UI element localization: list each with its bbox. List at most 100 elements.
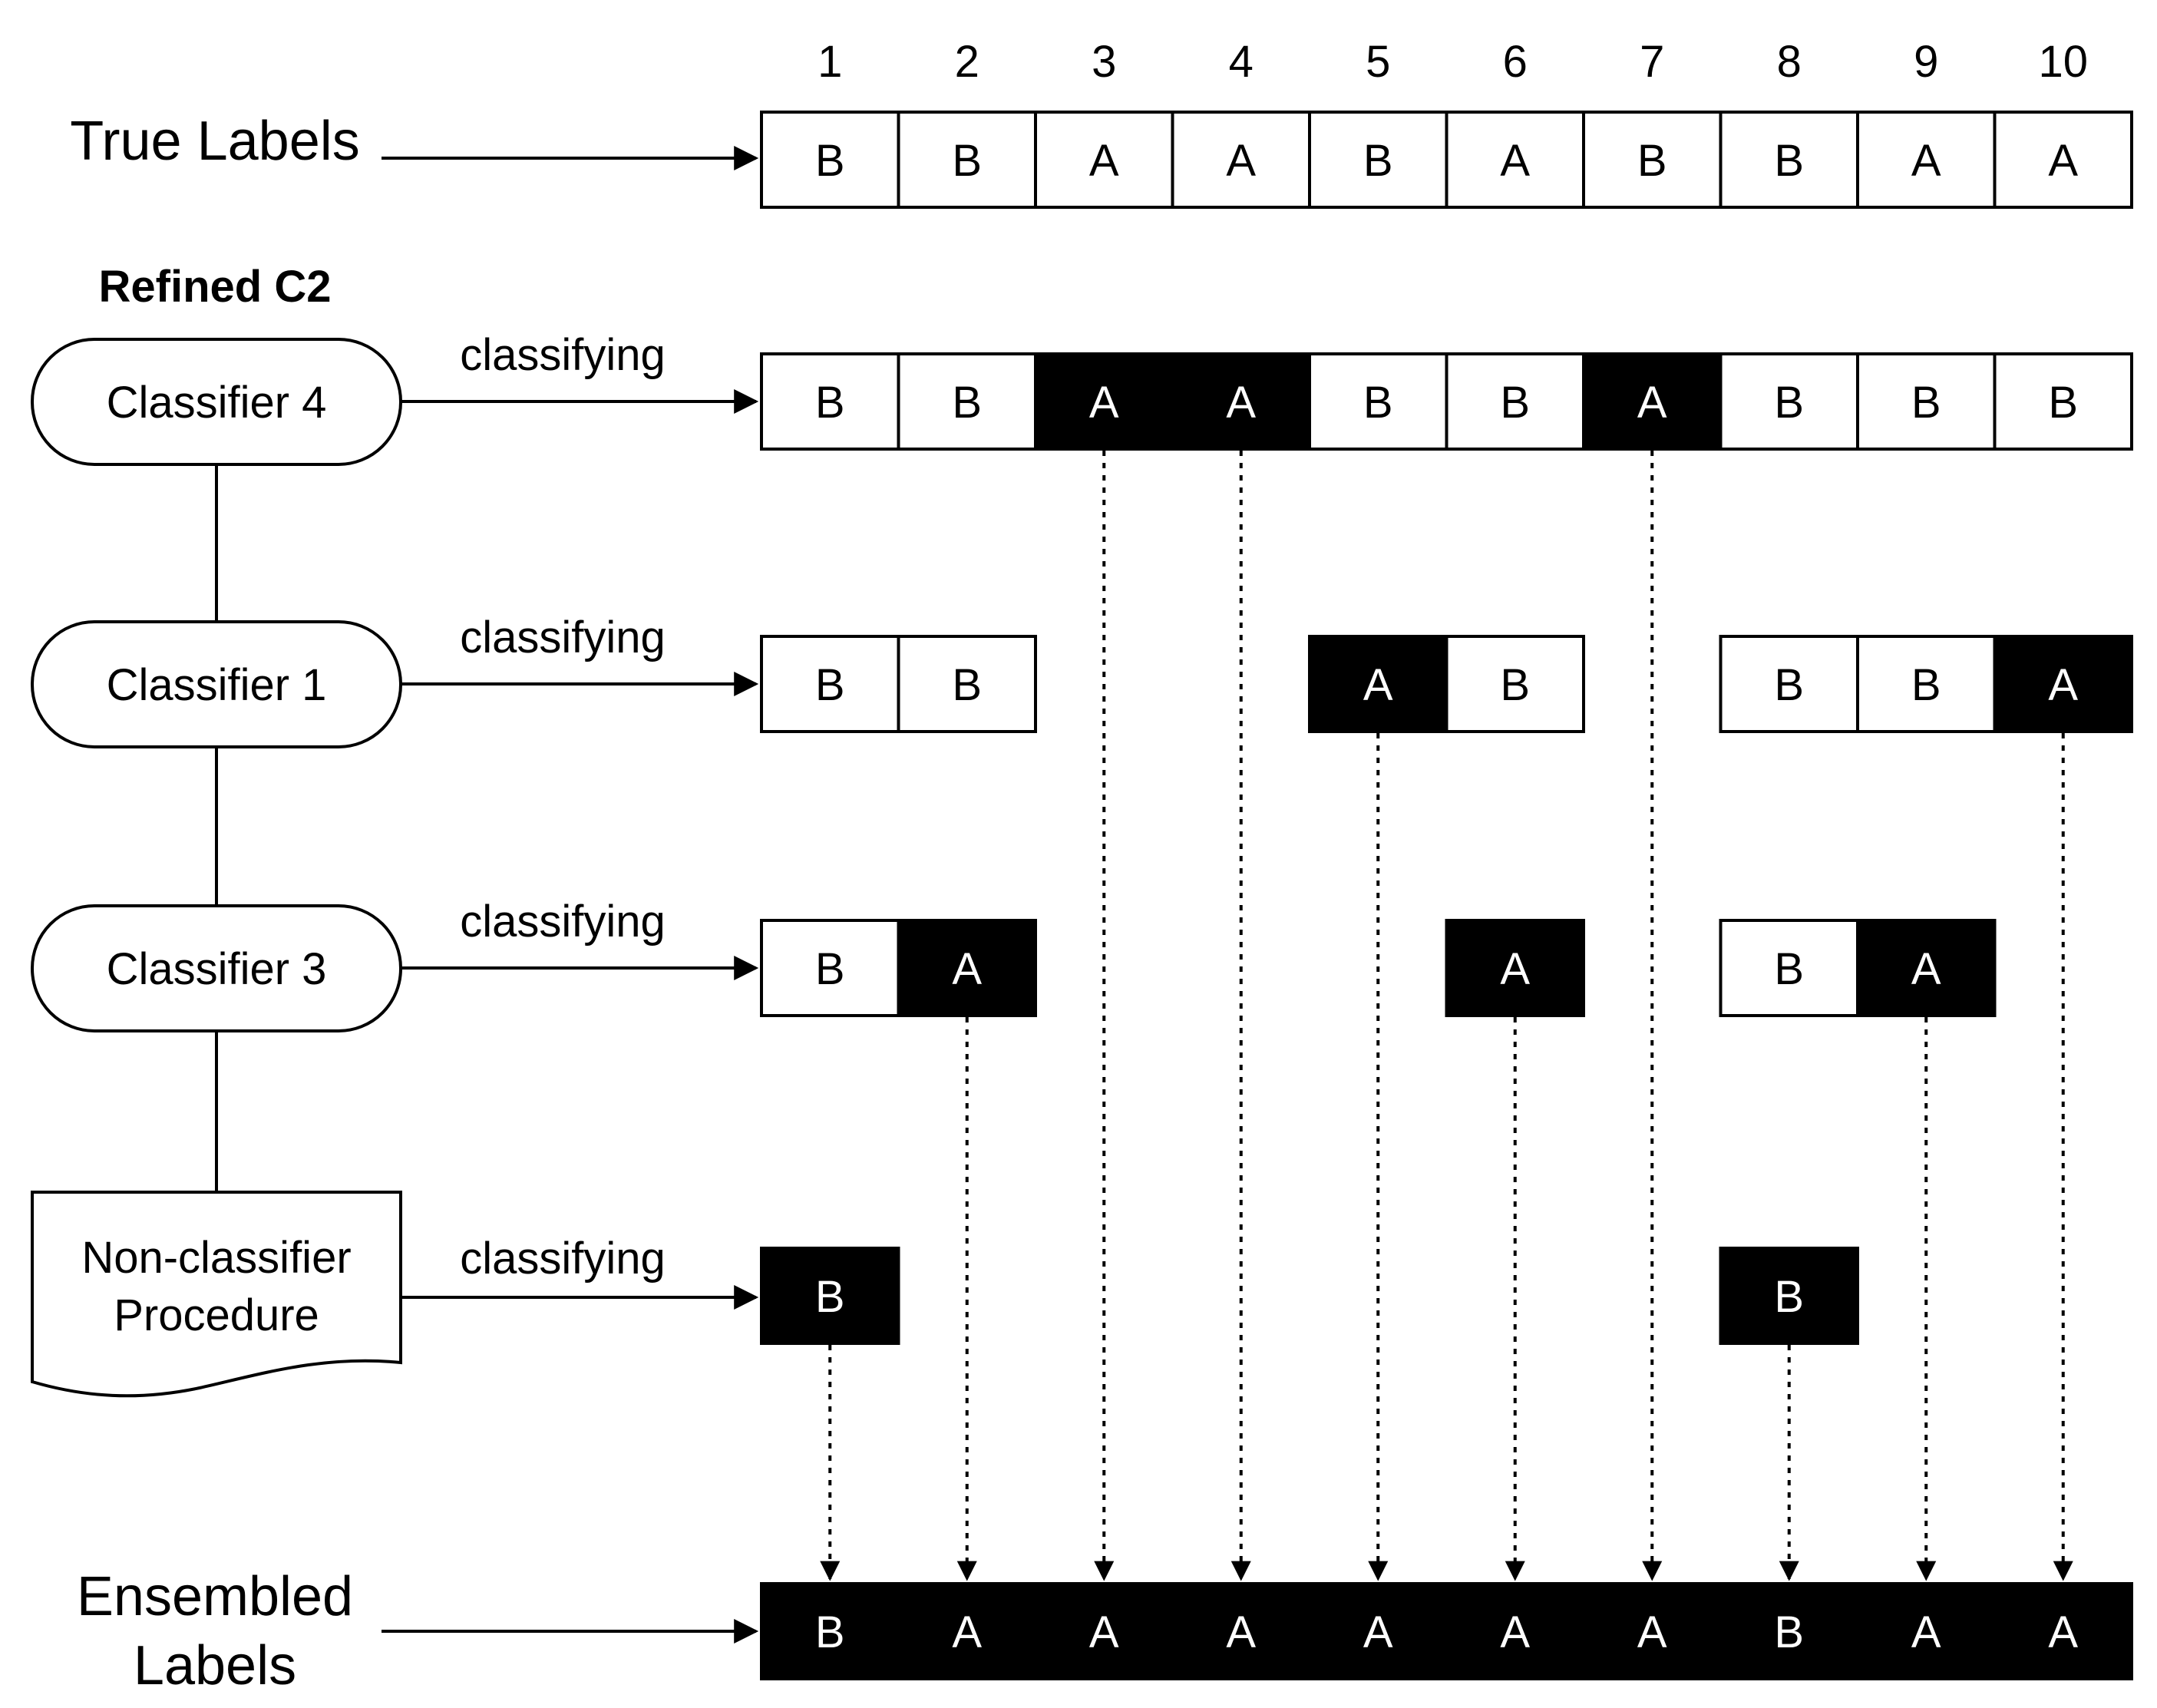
label-cell — [1034, 352, 1174, 451]
label-cell-text: B — [815, 1607, 845, 1657]
label-cell-text: A — [1911, 136, 1941, 186]
classifier-3-edge-label: classifying — [460, 897, 666, 947]
label-cell — [897, 352, 1037, 451]
label-cell — [1993, 352, 2133, 451]
non-classifier-name-line1: Non-classifier — [81, 1233, 351, 1283]
label-cell — [1856, 111, 1997, 209]
label-cell — [1993, 111, 2133, 209]
label-cell — [897, 111, 1037, 209]
label-cell-text: A — [1637, 378, 1667, 428]
column-number: 10 — [2038, 37, 2088, 87]
classifier-3-name: Classifier 3 — [107, 944, 327, 994]
label-cell-text: A — [1226, 1607, 1256, 1657]
classifier-1-edge-label: classifying — [460, 613, 666, 662]
non-classifier-edge-label: classifying — [460, 1234, 666, 1283]
label-cell-text: B — [1911, 378, 1941, 428]
label-cell-text: A — [1226, 378, 1256, 428]
label-cell — [1719, 635, 1859, 733]
classifier-1-name: Classifier 1 — [107, 660, 327, 710]
label-cell-text: A — [952, 944, 982, 994]
label-cell-text: B — [1774, 1607, 1804, 1657]
label-cell — [897, 1582, 1037, 1680]
column-number: 7 — [1640, 37, 1664, 87]
label-cell-text: B — [1363, 378, 1393, 428]
label-cell-text: B — [1774, 378, 1804, 428]
label-cell — [760, 1582, 900, 1680]
label-cell-text: B — [1774, 136, 1804, 186]
label-cell-text: B — [815, 136, 845, 186]
ensembled-title-line2: Labels — [134, 1635, 296, 1696]
column-number: 9 — [1914, 37, 1938, 87]
label-cell — [1308, 352, 1448, 451]
label-cell-text: A — [2048, 1607, 2078, 1657]
label-cell — [1445, 635, 1585, 733]
label-cell — [1445, 111, 1585, 209]
label-cell — [1719, 111, 1859, 209]
label-cell-text: A — [952, 1607, 982, 1657]
label-cell-text: B — [1774, 944, 1804, 994]
label-cell — [897, 919, 1037, 1017]
column-number: 8 — [1777, 37, 1802, 87]
label-cell-text: A — [1500, 136, 1530, 186]
label-cell-text: B — [952, 136, 982, 186]
label-cell — [1993, 1582, 2133, 1680]
label-cell-text: B — [952, 378, 982, 428]
label-cell-text: A — [1637, 1607, 1667, 1657]
label-cell-text: B — [1500, 660, 1530, 710]
label-cell-text: B — [1363, 136, 1393, 186]
label-cell — [1856, 1582, 1997, 1680]
label-cell-text: A — [1089, 136, 1119, 186]
column-number: 6 — [1503, 37, 1528, 87]
group-title: Refined C2 — [99, 262, 332, 312]
label-cell-text: A — [1911, 1607, 1941, 1657]
label-cell — [1445, 1582, 1585, 1680]
true-labels-title: True Labels — [70, 111, 360, 172]
label-cell — [1582, 111, 1723, 209]
label-cell — [1445, 919, 1585, 1017]
label-cell-text: A — [1089, 378, 1119, 428]
label-cell — [1993, 635, 2133, 733]
non-classifier-node — [31, 1191, 402, 1398]
classifier-4-name: Classifier 4 — [107, 378, 327, 428]
label-cell-text: A — [1500, 944, 1530, 994]
selection-connectors — [820, 451, 2073, 1581]
label-cell-text: A — [1363, 1607, 1393, 1657]
label-cell-text: A — [2048, 136, 2078, 186]
label-cell-text: A — [2048, 660, 2078, 710]
label-cell-text: B — [815, 944, 845, 994]
label-cell — [1856, 352, 1997, 451]
label-cell — [1308, 111, 1448, 209]
column-number: 4 — [1229, 37, 1254, 87]
label-cell-text: A — [1089, 1607, 1119, 1657]
label-cell — [1719, 919, 1859, 1017]
label-cell-text: A — [1911, 944, 1941, 994]
label-cell — [1445, 352, 1585, 451]
label-cell — [897, 635, 1037, 733]
label-cell-text: B — [815, 1272, 845, 1322]
column-number: 3 — [1092, 37, 1116, 87]
label-cell-text: A — [1500, 1607, 1530, 1657]
label-cell-text: A — [1363, 660, 1393, 710]
label-cell — [1582, 1582, 1723, 1680]
label-cell — [1034, 111, 1174, 209]
label-cell-text: B — [1500, 378, 1530, 428]
label-cell-text: A — [1226, 136, 1256, 186]
label-cell — [1171, 352, 1311, 451]
classifier-4-edge-label: classifying — [460, 330, 666, 380]
label-cell — [1582, 352, 1723, 451]
label-cell — [1308, 1582, 1448, 1680]
column-number: 5 — [1366, 37, 1390, 87]
label-cell — [1856, 919, 1997, 1017]
ensembled-title-line1: Ensembled — [77, 1566, 353, 1627]
label-cell — [760, 1247, 900, 1345]
label-cell — [1856, 635, 1997, 733]
column-number: 2 — [955, 37, 979, 87]
label-cell — [1034, 1582, 1174, 1680]
